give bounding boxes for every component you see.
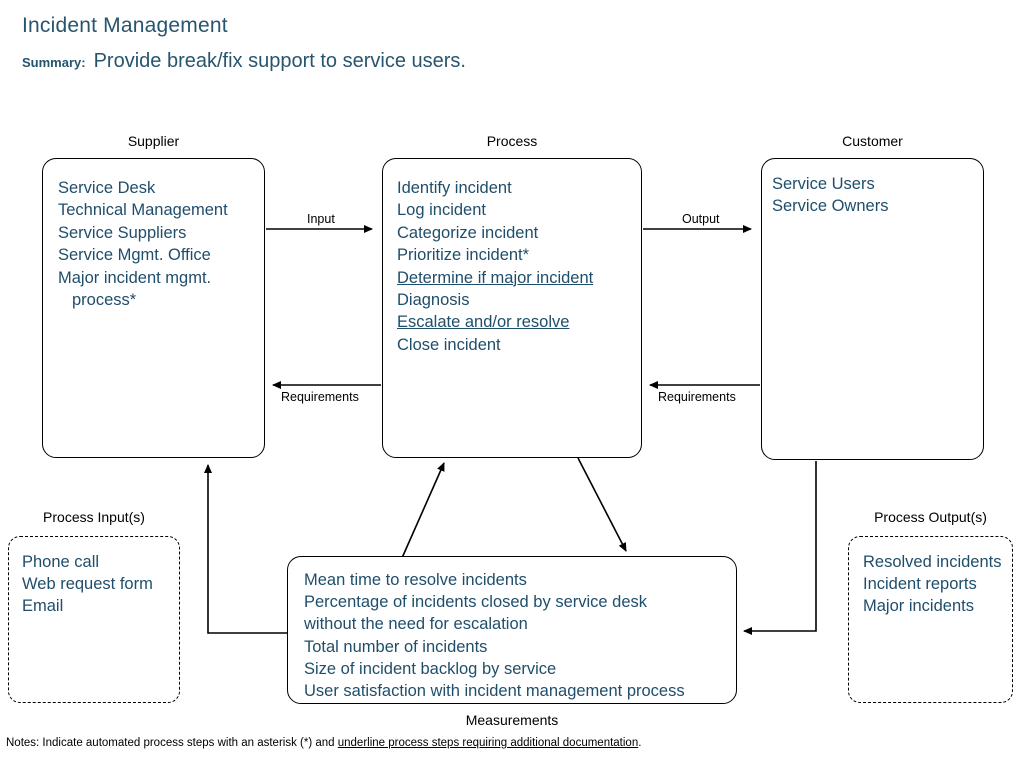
list-item: Escalate and/or resolve	[397, 313, 570, 332]
edge-label-output: Output	[680, 212, 722, 226]
list-item: Service Owners	[772, 197, 889, 216]
caption-process-inputs: Process Input(s)	[43, 509, 145, 525]
list-item: Web request form	[22, 575, 153, 593]
list-item: Technical Management	[58, 201, 228, 220]
list-item: Log incident	[397, 201, 486, 220]
edge-measurements-to-supplier	[204, 464, 287, 634]
edge-label-requirements-right: Requirements	[656, 390, 738, 404]
list-item: Identify incident	[397, 179, 512, 197]
list-item: Phone call	[22, 553, 100, 571]
list-item: Categorize incident	[397, 223, 539, 242]
caption-measurements: Measurements	[465, 712, 559, 728]
list-item: Size of incident backlog by service	[304, 659, 557, 678]
list-item: Email	[22, 597, 64, 615]
list-item: Major incident mgmt.	[58, 268, 212, 287]
caption-supplier: Supplier	[127, 133, 180, 149]
summary-row: Summary: Provide break/fix support to se…	[22, 50, 466, 73]
edge-customer-to-measurements	[743, 461, 817, 635]
list-item: Total number of incidents	[304, 637, 488, 656]
caption-process-outputs: Process Output(s)	[874, 509, 987, 525]
list-item: Service Suppliers	[58, 223, 187, 242]
edge-measurements-to-process	[401, 462, 445, 559]
list-item: Service Users	[772, 175, 875, 193]
list-item: Prioritize incident*	[397, 246, 530, 265]
list-item: Diagnosis	[397, 291, 470, 310]
summary-text: Provide break/fix support to service use…	[93, 50, 466, 72]
summary-label: Summary:	[22, 55, 86, 70]
list-item: User satisfaction with incident manageme…	[304, 682, 685, 701]
list-item: Resolved incidents	[863, 553, 1002, 571]
list-item: Incident reports	[863, 575, 977, 593]
list-item: process*	[72, 291, 137, 310]
list-item: Determine if major incident	[397, 268, 594, 287]
page-title: Incident Management	[22, 14, 228, 37]
footer-note-underlined: underline process steps requiring additi…	[337, 737, 639, 749]
list-item: without the need for escalation	[304, 615, 528, 634]
footer-note-suffix: .	[638, 737, 642, 749]
edge-label-input: Input	[305, 212, 337, 226]
caption-customer: Customer	[842, 133, 903, 149]
edge-process-to-measurements	[577, 457, 627, 552]
list-item: Service Mgmt. Office	[58, 246, 211, 265]
edge-label-requirements-left: Requirements	[279, 390, 361, 404]
list-item: Close incident	[397, 335, 501, 354]
list-item: Percentage of incidents closed by servic…	[304, 593, 648, 612]
caption-process: Process	[486, 133, 538, 149]
footer-note-prefix: Notes: Indicate automated process steps …	[6, 737, 338, 749]
footer-note: Notes: Indicate automated process steps …	[6, 737, 641, 749]
list-item: Mean time to resolve incidents	[304, 571, 527, 589]
list-item: Service Desk	[58, 179, 156, 197]
list-item: Major incidents	[863, 597, 974, 615]
